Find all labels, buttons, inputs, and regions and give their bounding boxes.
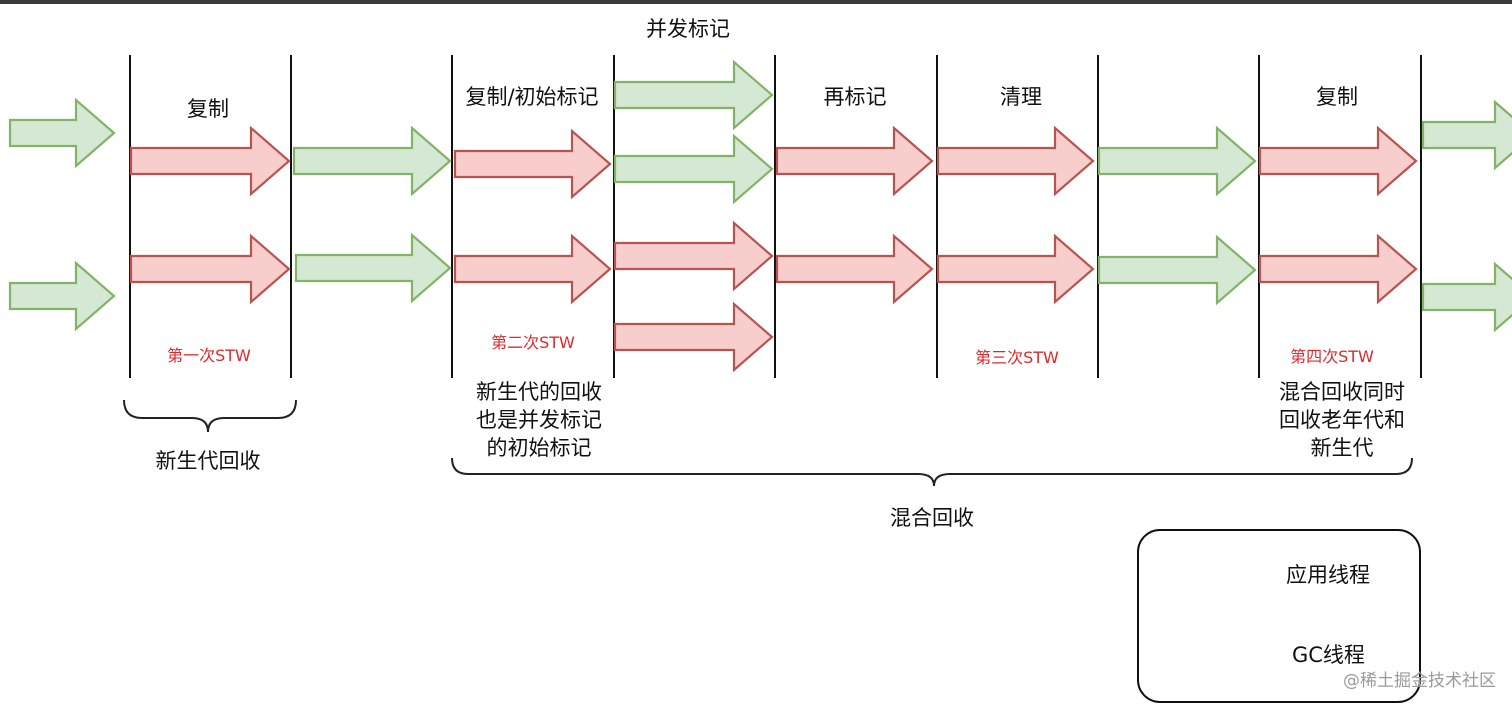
gc-thread-arrow — [936, 125, 1095, 197]
gc-thread-arrow — [775, 233, 934, 305]
gc-thread-arrow — [453, 233, 612, 305]
watermark: @稀土掘金技术社区 — [1343, 671, 1496, 691]
note-line: 新生代 — [1310, 436, 1374, 460]
phase-label-remark: 再标记 — [823, 85, 887, 109]
legend-label-app-thread: 应用线程 — [1286, 563, 1370, 587]
phase-label-copy-1: 复制 — [187, 97, 229, 121]
legend-label-gc-thread: GC线程 — [1292, 643, 1365, 667]
app-thread-arrow — [292, 125, 452, 197]
phase-label-copy-2: 复制 — [1316, 85, 1358, 109]
mixed-gc-brace — [451, 457, 1413, 487]
stw-label-third: 第三次STW — [975, 348, 1059, 367]
legend — [1137, 529, 1421, 703]
app-thread-arrow — [613, 133, 774, 205]
stw-label-first: 第一次STW — [167, 346, 251, 365]
legend-border — [1137, 529, 1421, 703]
note-young-initial-mark: 新生代的回收 也是并发标记 的初始标记 — [476, 378, 602, 462]
note-line: 混合回收同时 — [1279, 380, 1405, 404]
thread-arrows — [8, 59, 1512, 684]
group-label-young-gc: 新生代回收 — [155, 449, 261, 473]
window-top-bar — [0, 0, 1512, 4]
gc-thread-arrow — [613, 301, 774, 373]
group-label-mixed-gc: 混合回收 — [890, 506, 974, 530]
phase-label-cleanup: 清理 — [1000, 85, 1042, 109]
gc-thread-arrow — [775, 125, 934, 197]
app-thread-arrow — [294, 232, 452, 304]
note-line: 的初始标记 — [486, 436, 592, 460]
gc-thread-arrow — [453, 128, 612, 200]
gc-thread-arrow — [1258, 125, 1418, 197]
gc-thread-arrow — [936, 233, 1095, 305]
gc-thread-arrow — [1258, 233, 1418, 305]
app-thread-arrow — [1421, 261, 1512, 333]
app-thread-arrow — [8, 97, 116, 169]
stw-label-fourth: 第四次STW — [1290, 347, 1374, 366]
app-thread-arrow — [8, 260, 116, 332]
app-thread-arrow — [613, 59, 774, 131]
phase-label-copy-initial-mark: 复制/初始标记 — [465, 85, 599, 109]
app-thread-arrow — [1421, 99, 1512, 171]
note-line: 也是并发标记 — [476, 408, 602, 432]
young-gc-brace — [123, 399, 297, 433]
note-mixed-both: 混合回收同时 回收老年代和 新生代 — [1279, 378, 1405, 462]
app-thread-arrow — [1097, 234, 1257, 306]
note-line: 新生代的回收 — [476, 380, 602, 404]
app-thread-arrow — [1097, 125, 1257, 197]
gc-thread-arrow — [613, 220, 774, 292]
gc-thread-arrow — [129, 125, 291, 197]
gc-thread-arrow — [129, 233, 291, 305]
stw-label-second: 第二次STW — [491, 333, 575, 352]
group-braces — [123, 399, 1413, 487]
phase-label-concurrent-mark: 并发标记 — [646, 17, 730, 41]
phase-dividers — [129, 55, 1422, 378]
note-line: 回收老年代和 — [1279, 408, 1405, 432]
